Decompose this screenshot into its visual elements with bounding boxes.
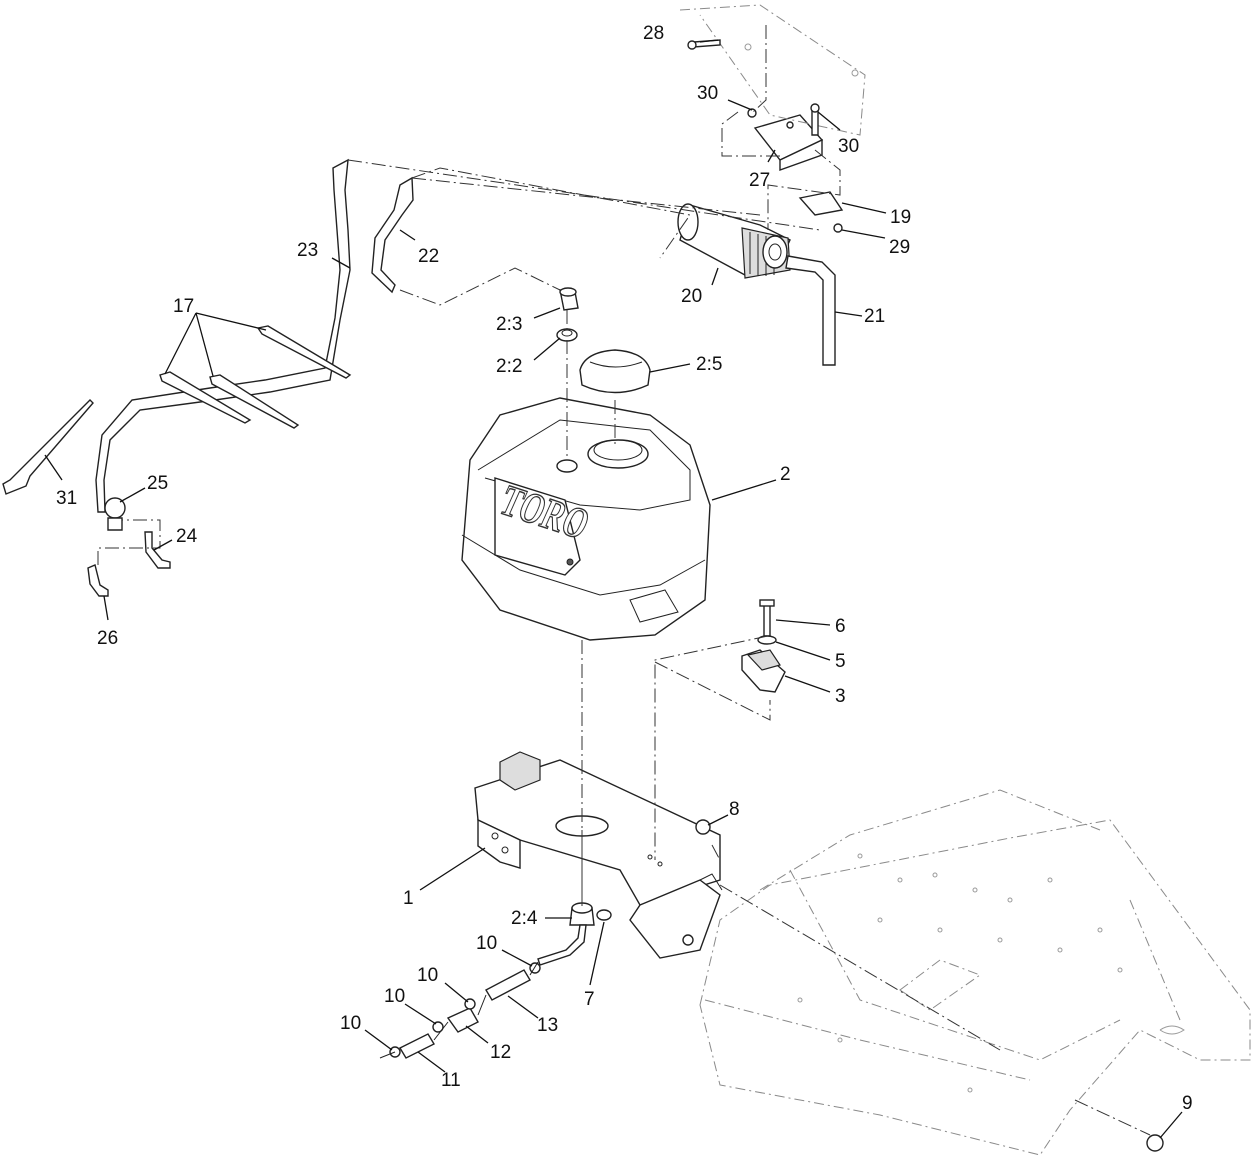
dipstick-31 [2,399,94,495]
callout-28: 28 [643,23,664,44]
canister-bracket-27 [753,114,824,171]
fuel-filter-12 [446,1007,479,1033]
callout-27: 27 [749,170,770,191]
callout-25: 25 [147,473,168,494]
callout-10-c: 10 [384,986,405,1007]
tee-fitting-25 [104,497,126,531]
hose-13 [485,969,531,1001]
callout-9: 9 [1182,1093,1193,1114]
grommet-7 [596,909,612,921]
callout-31: 31 [56,488,77,509]
callout-2-2: 2:2 [496,356,522,377]
callout-labels: 28 30 30 27 19 29 23 22 20 21 17 2:3 2:2… [56,23,1193,1114]
callout-22: 22 [418,246,439,267]
callout-3: 3 [835,686,846,707]
callout-10-a: 10 [476,933,497,954]
bushing-8 [695,819,711,835]
clamp-block-3 [741,649,786,693]
tank-vent-fitting [559,287,579,311]
mounting-plate-ghost [679,4,866,136]
elbow-24 [144,531,171,569]
callout-24: 24 [176,526,198,547]
callout-8: 8 [729,799,740,820]
shutoff-fitting-2-4 [569,902,595,926]
callout-30-left: 30 [697,83,718,104]
callout-30-right: 30 [838,136,859,157]
callout-20: 20 [681,286,702,307]
callout-10-b: 10 [417,965,438,986]
assembly-centerlines [347,25,1151,1136]
callout-2: 2 [780,464,791,485]
callout-2-3: 2:3 [496,314,522,335]
callout-26: 26 [97,628,118,649]
ghosted-frame-chassis [699,789,1251,1156]
fuel-line-hose-elbow [537,924,587,966]
callout-1: 1 [403,888,414,909]
callout-13: 13 [537,1015,558,1036]
elbow-26 [87,564,109,597]
callout-leaders [44,39,1183,1139]
cable-ties [159,325,352,429]
callout-6: 6 [835,616,846,637]
callout-21: 21 [864,306,885,327]
callout-12: 12 [490,1042,511,1063]
bushing-9 [1146,1134,1164,1152]
vent-hoses [95,158,414,513]
callout-29: 29 [889,237,910,258]
callout-23: 23 [297,240,318,261]
hose-11 [399,1033,435,1059]
canister-clamp-19 [798,191,844,233]
callout-11: 11 [441,1070,461,1091]
callout-2-5: 2:5 [696,354,722,375]
canister-hose-21 [785,255,836,366]
tank-grommet [556,328,578,342]
callout-7: 7 [584,989,595,1010]
bolt-6 [759,599,775,637]
callout-19: 19 [890,207,911,228]
callout-5: 5 [835,651,846,672]
charcoal-canister [677,203,791,279]
fuel-tank: TORO [461,397,711,641]
callout-10-d: 10 [340,1013,361,1034]
callout-17: 17 [173,296,194,317]
nuts-30 [747,103,820,136]
callout-2-4: 2:4 [511,908,538,929]
fuel-tank-bracket [474,751,723,959]
fuel-tank-cap [579,349,651,394]
